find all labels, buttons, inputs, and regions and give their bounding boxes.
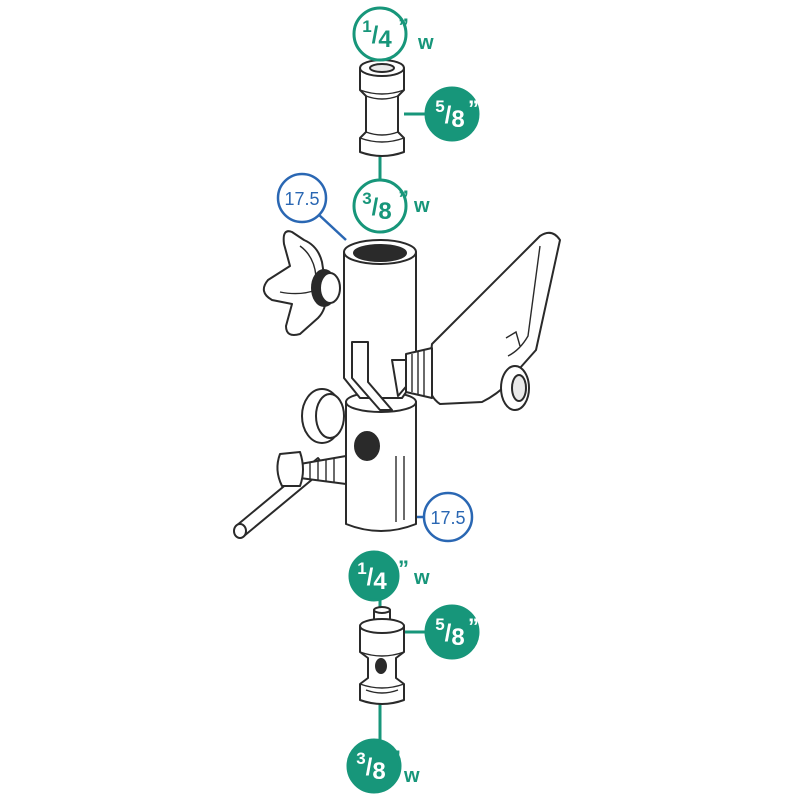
badge-bottom-spigot-bottom-suffix: w xyxy=(403,765,420,787)
bracket-lower-block xyxy=(345,401,417,532)
badge-top-spigot-bottom-mark: ” xyxy=(398,186,409,211)
badge-bottom-spigot-side-den: 8 xyxy=(451,624,464,651)
badge-top-spigot-bottom-suffix: w xyxy=(413,195,430,217)
badge-top-spigot-bottom: 3 / 8 ” w xyxy=(352,178,430,234)
badge-bracket-bottom-text: 17.5 xyxy=(430,508,465,528)
fraction-slash: / xyxy=(372,22,379,49)
badge-top-spigot-side: 5 / 8 ” xyxy=(424,86,480,142)
fraction-slash: / xyxy=(445,102,452,129)
badge-bottom-spigot-side: 5 / 8 ” xyxy=(424,604,480,660)
badge-top-spigot-top-num: 1 xyxy=(362,17,371,36)
badge-top-spigot-side-num: 5 xyxy=(435,97,444,116)
umbrella-lever xyxy=(427,231,561,405)
badge-bottom-spigot-bottom-mark: ” xyxy=(390,746,401,771)
badge-top-spigot-side-mark: ” xyxy=(468,96,479,121)
badge-bracket-top-text: 17.5 xyxy=(284,189,319,209)
badge-bracket-bottom: 17.5 xyxy=(422,491,474,543)
fraction-slash: / xyxy=(366,754,373,781)
fraction-slash: / xyxy=(445,620,452,647)
badge-bottom-spigot-side-num: 5 xyxy=(435,615,444,634)
fraction-slash: / xyxy=(367,564,374,591)
badge-top-spigot-top: 1 / 4 ” w xyxy=(352,6,434,62)
top-spigot-adapter xyxy=(359,59,405,157)
fraction-slash: / xyxy=(372,194,379,221)
badge-top-spigot-bottom-den: 8 xyxy=(378,198,391,225)
leader-bracket-top xyxy=(317,213,347,241)
badge-top-spigot-top-den: 4 xyxy=(378,26,392,53)
badge-bottom-spigot-top-num: 1 xyxy=(357,559,366,578)
badge-bottom-spigot-top-mark: ” xyxy=(398,556,409,581)
bottom-spigot-stud xyxy=(359,606,405,705)
badge-bottom-spigot-top-den: 4 xyxy=(373,568,387,595)
badge-top-spigot-bottom-num: 3 xyxy=(362,189,371,208)
badge-bottom-spigot-bottom: 3 / 8 ” w xyxy=(346,738,420,794)
badge-top-spigot-top-mark: ” xyxy=(398,14,409,39)
badge-bottom-spigot-bottom-num: 3 xyxy=(356,749,365,768)
badge-bottom-spigot-top-suffix: w xyxy=(413,567,430,589)
badge-top-spigot-top-suffix: w xyxy=(417,32,434,54)
badge-bottom-spigot-top: 1 / 4 ” w xyxy=(348,550,430,602)
leader-lines xyxy=(317,58,428,742)
badge-bottom-spigot-side-mark: ” xyxy=(468,614,479,639)
badge-top-spigot-side-den: 8 xyxy=(451,106,464,133)
badge-bracket-top: 17.5 xyxy=(276,172,328,224)
swivel-bracket xyxy=(233,230,561,539)
badge-bottom-spigot-bottom-den: 8 xyxy=(372,758,385,785)
